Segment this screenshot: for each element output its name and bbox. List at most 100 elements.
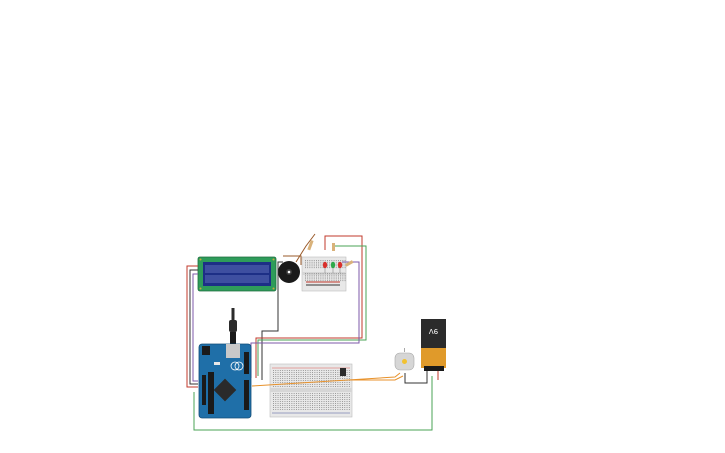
breadboard-hole xyxy=(277,405,279,406)
breadboard-hole xyxy=(309,393,311,394)
breadboard-hole xyxy=(325,378,327,379)
led-icon[interactable] xyxy=(330,261,336,273)
breadboard-hole xyxy=(296,409,297,410)
breadboard-hole xyxy=(327,273,328,274)
breadboard-hole xyxy=(339,378,341,379)
breadboard-hole xyxy=(307,263,309,265)
breadboard-hole xyxy=(330,380,332,381)
breadboard-hole xyxy=(333,280,335,282)
breadboard-hole xyxy=(340,273,342,274)
breadboard-hole xyxy=(321,409,323,410)
breadboard-hole xyxy=(298,405,300,406)
breadboard-hole xyxy=(324,278,326,280)
breadboard-hole xyxy=(332,409,334,410)
breadboard-hole xyxy=(312,393,313,394)
breadboard-hole xyxy=(316,399,318,400)
breadboard-hole xyxy=(327,263,328,265)
breadboard-hole xyxy=(307,393,309,394)
breadboard-hole xyxy=(291,376,293,377)
breadboard-hole xyxy=(323,386,325,387)
breadboard-hole xyxy=(335,386,336,387)
breadboard-hole xyxy=(302,409,304,410)
breadboard-hole xyxy=(284,380,286,381)
breadboard-hole xyxy=(284,409,286,410)
breadboard-hole xyxy=(337,386,339,387)
breadboard-hole xyxy=(342,384,343,385)
breadboard-hole xyxy=(286,407,288,408)
breadboard-hole xyxy=(327,260,328,261)
breadboard-hole xyxy=(309,409,311,410)
breadboard-hole xyxy=(328,399,330,400)
breadboard-hole xyxy=(296,372,297,373)
breadboard-hole xyxy=(328,386,330,387)
breadboard-hole xyxy=(305,386,307,387)
breadboard-hole xyxy=(305,267,306,269)
breadboard-hole xyxy=(319,380,320,381)
breadboard-hole xyxy=(344,280,346,282)
battery-9v-icon[interactable]: 9V xyxy=(421,319,446,371)
lcd-16x2-icon[interactable] xyxy=(197,256,277,292)
breadboard-hole xyxy=(309,378,311,379)
breadboard-hole xyxy=(323,399,325,400)
breadboard-hole xyxy=(319,376,320,377)
breadboard-hole xyxy=(328,407,330,408)
breadboard-hole xyxy=(319,384,320,385)
breadboard-hole xyxy=(279,401,281,402)
breadboard-hole xyxy=(323,376,325,377)
breadboard-hole xyxy=(316,372,318,373)
breadboard-hole xyxy=(279,370,281,371)
breadboard-hole xyxy=(296,384,297,385)
tilt-sensor-icon xyxy=(340,368,346,376)
breadboard-hole xyxy=(316,403,318,404)
dc-motor-icon[interactable] xyxy=(394,348,415,371)
breadboard-hole xyxy=(323,378,325,379)
breadboard-hole xyxy=(296,393,297,394)
breadboard-hole xyxy=(300,372,302,373)
breadboard-hole xyxy=(321,380,323,381)
led-icon[interactable] xyxy=(337,261,343,273)
breadboard-hole xyxy=(325,374,327,375)
arduino-uno-icon[interactable] xyxy=(198,343,252,419)
breadboard-hole xyxy=(273,382,274,383)
breadboard-hole xyxy=(309,265,311,267)
breadboard-hole xyxy=(346,382,348,383)
breadboard-hole xyxy=(312,380,313,381)
breadboard-hole xyxy=(322,260,324,261)
breadboard-hole xyxy=(291,403,293,404)
breadboard-hole xyxy=(329,273,331,274)
breadboard-hole xyxy=(282,372,284,373)
led-icon[interactable] xyxy=(322,261,328,273)
breadboard-hole xyxy=(337,407,339,408)
breadboard-hole xyxy=(298,397,300,398)
breadboard-hole xyxy=(311,260,313,261)
breadboard-hole xyxy=(340,274,342,276)
piezo-buzzer-icon[interactable] xyxy=(278,261,300,283)
breadboard-hole xyxy=(298,395,300,396)
breadboard-hole xyxy=(275,407,277,408)
breadboard-hole xyxy=(282,376,284,377)
breadboard-hole xyxy=(289,399,290,400)
breadboard-hole xyxy=(313,263,315,265)
breadboard-hole xyxy=(342,403,343,404)
breadboard-hole xyxy=(342,407,343,408)
breadboard-hole xyxy=(338,260,339,261)
breadboard-hole xyxy=(316,261,317,263)
breadboard-hole xyxy=(344,407,346,408)
breadboard-hole xyxy=(316,274,317,276)
breadboard-hole xyxy=(307,403,309,404)
breadboard-hole xyxy=(289,393,290,394)
breadboard-hole xyxy=(316,397,318,398)
breadboard-hole xyxy=(320,276,322,278)
breadboard-hole xyxy=(338,280,339,282)
breadboard-hole xyxy=(307,276,309,278)
breadboard-hole xyxy=(305,378,307,379)
breadboard-hole xyxy=(344,278,346,280)
breadboard-hole xyxy=(273,376,274,377)
breadboard-hole xyxy=(332,395,334,396)
breadboard-hole xyxy=(331,280,333,282)
breadboard-hole xyxy=(312,370,313,371)
breadboard-hole xyxy=(273,397,274,398)
main-breadboard-icon[interactable] xyxy=(269,363,353,418)
breadboard-hole xyxy=(312,384,313,385)
breadboard-hole xyxy=(316,382,318,383)
